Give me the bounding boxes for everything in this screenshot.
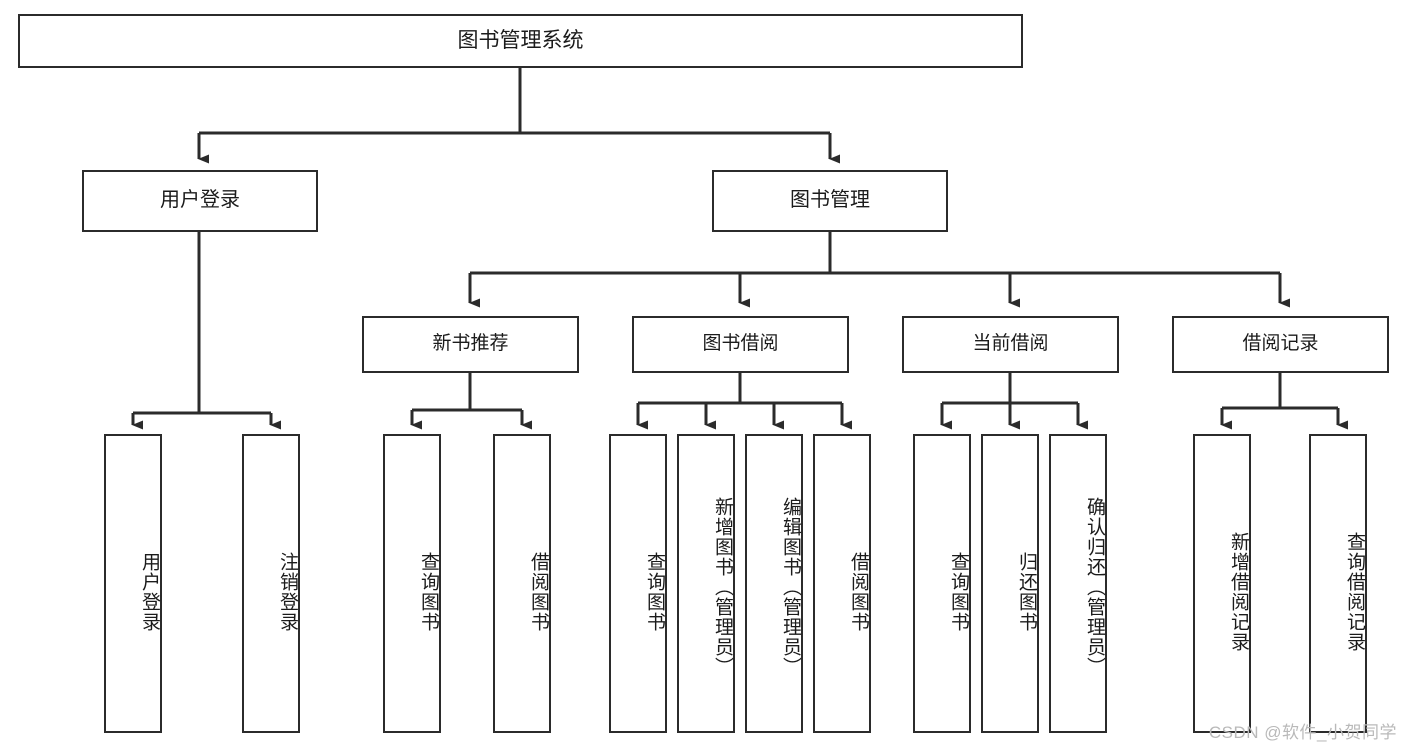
node-leaf-query-record-label: 查询借阅记录 <box>1344 531 1365 652</box>
node-book-borrow-label: 图书借阅 <box>702 333 779 355</box>
node-borrow-record[interactable]: 借阅记录 <box>1172 316 1389 373</box>
node-book-borrow[interactable]: 图书借阅 <box>632 316 849 373</box>
node-leaf-user-login[interactable]: 用户登录 <box>104 434 162 733</box>
node-book-manage[interactable]: 图书管理 <box>712 170 948 232</box>
node-leaf-edit-book-label: 编辑图书（管理员） <box>780 496 801 677</box>
node-leaf-query-book-1-label: 查询图书 <box>418 551 439 632</box>
node-current-borrow-label: 当前借阅 <box>972 333 1049 355</box>
node-leaf-edit-book[interactable]: 编辑图书（管理员） <box>745 434 803 733</box>
node-leaf-add-book[interactable]: 新增图书（管理员） <box>677 434 735 733</box>
node-leaf-borrow-book-2[interactable]: 借阅图书 <box>813 434 871 733</box>
node-leaf-borrow-book-2-label: 借阅图书 <box>848 551 869 632</box>
node-leaf-query-record[interactable]: 查询借阅记录 <box>1309 434 1367 733</box>
node-leaf-query-book-2[interactable]: 查询图书 <box>609 434 667 733</box>
node-borrow-record-label: 借阅记录 <box>1242 333 1319 355</box>
node-leaf-user-login-label: 用户登录 <box>139 551 160 632</box>
node-leaf-add-book-label: 新增图书（管理员） <box>712 496 733 677</box>
node-user-login-label: 用户登录 <box>160 189 240 212</box>
node-current-borrow[interactable]: 当前借阅 <box>902 316 1119 373</box>
node-root-label: 图书管理系统 <box>457 28 584 52</box>
node-book-manage-label: 图书管理 <box>790 189 870 212</box>
node-leaf-add-record[interactable]: 新增借阅记录 <box>1193 434 1251 733</box>
node-leaf-confirm-return[interactable]: 确认归还（管理员） <box>1049 434 1107 733</box>
node-leaf-borrow-book-1[interactable]: 借阅图书 <box>493 434 551 733</box>
node-leaf-add-record-label: 新增借阅记录 <box>1228 531 1249 652</box>
node-leaf-logout-login[interactable]: 注销登录 <box>242 434 300 733</box>
node-leaf-query-book-1[interactable]: 查询图书 <box>383 434 441 733</box>
node-leaf-confirm-return-label: 确认归还（管理员） <box>1084 496 1105 677</box>
node-new-book-recommend[interactable]: 新书推荐 <box>362 316 579 373</box>
node-user-login[interactable]: 用户登录 <box>82 170 318 232</box>
node-leaf-borrow-book-1-label: 借阅图书 <box>528 551 549 632</box>
node-leaf-query-book-3[interactable]: 查询图书 <box>913 434 971 733</box>
node-root[interactable]: 图书管理系统 <box>18 14 1023 68</box>
node-leaf-return-book[interactable]: 归还图书 <box>981 434 1039 733</box>
node-new-book-recommend-label: 新书推荐 <box>432 333 509 355</box>
node-leaf-query-book-2-label: 查询图书 <box>644 551 665 632</box>
node-leaf-query-book-3-label: 查询图书 <box>948 551 969 632</box>
csdn-watermark: CSDN @软件_小贺同学 <box>1208 723 1397 742</box>
node-leaf-logout-login-label: 注销登录 <box>277 551 298 632</box>
node-leaf-return-book-label: 归还图书 <box>1016 551 1037 632</box>
